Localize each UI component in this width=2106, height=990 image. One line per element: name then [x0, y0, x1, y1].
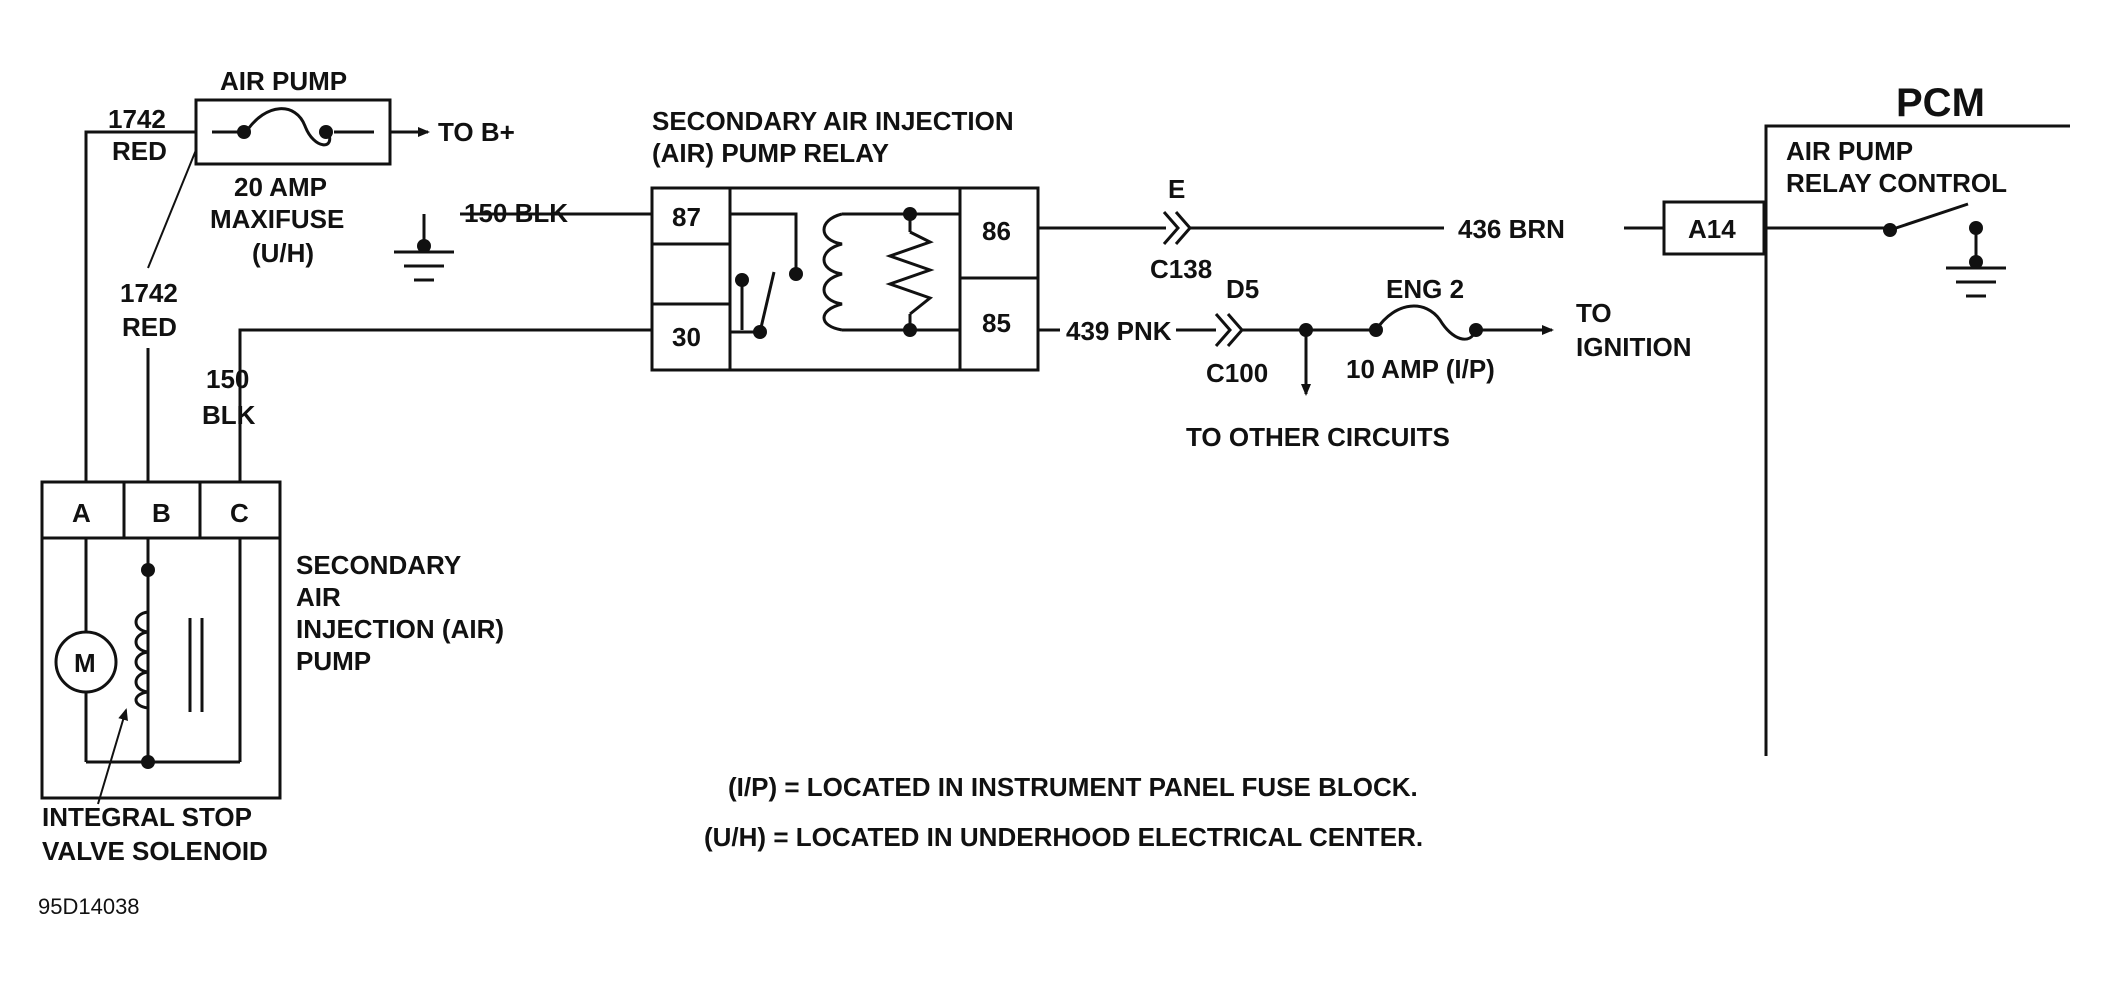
- eng2-fuse-label: ENG 2: [1386, 274, 1464, 304]
- wire-1742-red-a: [84, 130, 196, 482]
- pcm-module: [1662, 124, 2070, 756]
- pcm-pin-a14-box: [1662, 200, 1766, 256]
- relay-pin-85: 85: [982, 308, 1011, 338]
- wire-439-pnk: [1038, 304, 1554, 396]
- connector-c100: C100: [1206, 358, 1268, 388]
- pump-label-line1: SECONDARY: [296, 550, 461, 580]
- pump-pin-a: A: [72, 498, 91, 528]
- to-other-circuits-label: TO OTHER CIRCUITS: [1186, 422, 1450, 452]
- relay-pin-86-box: [958, 186, 1040, 280]
- pcm-label: PCM: [1896, 81, 1985, 125]
- wire-1742-label: 1742: [108, 104, 166, 134]
- pcm-control-line1: AIR PUMP: [1786, 136, 1913, 166]
- air-pump-maxifuse: [194, 98, 430, 166]
- connector-d5: D5: [1226, 274, 1259, 304]
- fuse-terminal-dot: [319, 125, 333, 139]
- to-b-plus-label: TO B+: [438, 117, 515, 147]
- legend-uh: (U/H) = LOCATED IN UNDERHOOD ELECTRICAL …: [704, 822, 1423, 852]
- maxifuse-label: MAXIFUSE: [210, 204, 344, 234]
- figure-id: 95D14038: [38, 894, 140, 919]
- solenoid-label-line1: INTEGRAL STOP: [42, 802, 252, 832]
- fuse-rating-20: 20 AMP: [234, 172, 327, 202]
- pcm-control-line2: RELAY CONTROL: [1786, 168, 2007, 198]
- secondary-air-pump-relay: [650, 186, 1040, 372]
- relay-pin-85-box: [958, 276, 1040, 372]
- pump-label-line4: PUMP: [296, 646, 371, 676]
- connector-c138: C138: [1150, 254, 1212, 284]
- wire-1742-red-b: [146, 149, 197, 482]
- wire-150-blk-label: 150 BLK: [464, 198, 568, 228]
- wire-436-brn: [1038, 211, 1664, 245]
- wire-blk-label: BLK: [202, 400, 256, 430]
- pcm-pin-a14: A14: [1688, 214, 1736, 244]
- underhood-tag: (U/H): [252, 238, 314, 268]
- ground-symbol-87: [394, 212, 652, 282]
- relay-pin-86: 86: [982, 216, 1011, 246]
- ignition-label: IGNITION: [1576, 332, 1692, 362]
- wire-red-label: RED: [122, 312, 177, 342]
- wire-436-brn-label: 436 BRN: [1458, 214, 1565, 244]
- connector-e: E: [1168, 174, 1185, 204]
- air-pump-fuse-title: AIR PUMP: [220, 66, 347, 96]
- wire-1742-label: 1742: [120, 278, 178, 308]
- wire-150-label: 150: [206, 364, 249, 394]
- relay-title-line2: (AIR) PUMP RELAY: [652, 138, 889, 168]
- relay-pin-87: 87: [672, 202, 701, 232]
- relay-pin-30-box: [650, 302, 732, 372]
- pump-label-line3: INJECTION (AIR): [296, 614, 504, 644]
- secondary-air-pump-assembly: [40, 480, 282, 805]
- pump-label-line2: AIR: [296, 582, 341, 612]
- fuse-terminal-dot: [237, 125, 251, 139]
- relay-title-line1: SECONDARY AIR INJECTION: [652, 106, 1014, 136]
- legend-ip: (I/P) = LOCATED IN INSTRUMENT PANEL FUSE…: [728, 772, 1418, 802]
- to-label: TO: [1576, 298, 1612, 328]
- relay-pin-30: 30: [672, 322, 701, 352]
- pump-pin-c: C: [230, 498, 249, 528]
- fuse-rating-10: 10 AMP (I/P): [1346, 354, 1495, 384]
- motor-symbol-label: M: [74, 648, 96, 678]
- wire-439-pnk-label: 439 PNK: [1066, 316, 1172, 346]
- relay-pin-87-box: [650, 186, 732, 246]
- wire-150-blk-c: [238, 328, 652, 482]
- pump-pin-b: B: [152, 498, 171, 528]
- wire-red-label: RED: [112, 136, 167, 166]
- solenoid-label-line2: VALVE SOLENOID: [42, 836, 268, 866]
